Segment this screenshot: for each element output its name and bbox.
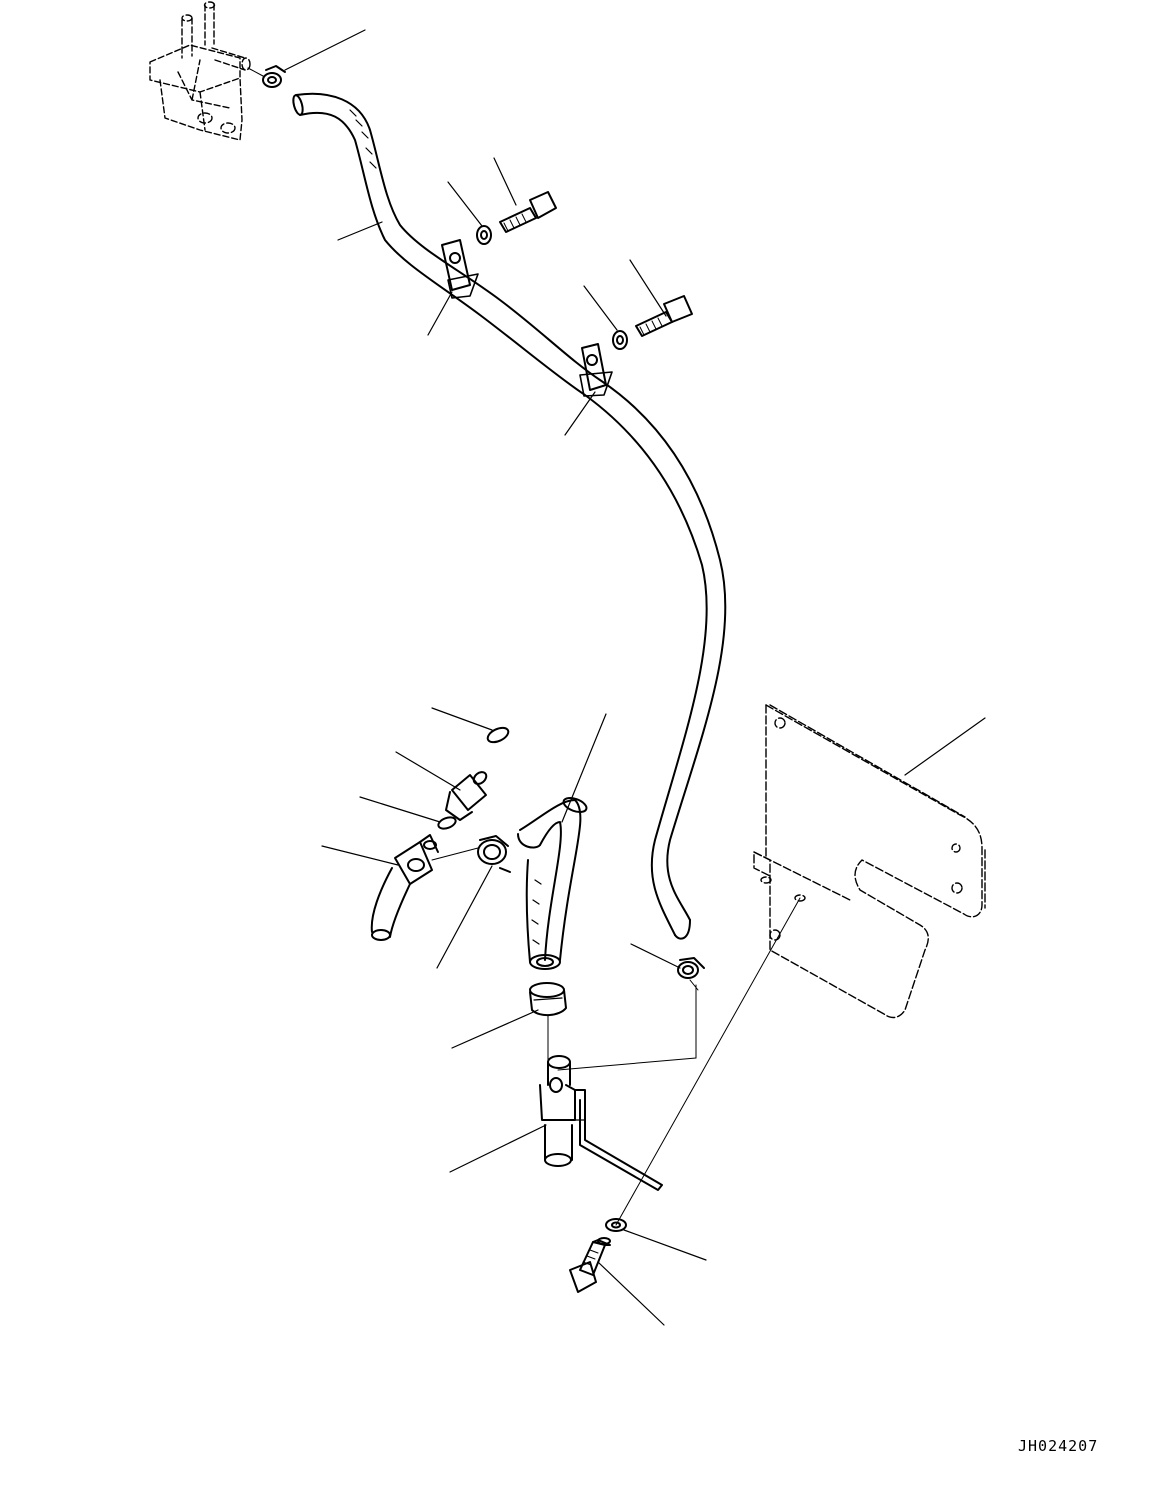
o-ring bbox=[437, 816, 457, 830]
bolt-middle bbox=[635, 295, 693, 337]
hose-clamp-lower bbox=[677, 957, 705, 991]
bracket bbox=[753, 704, 986, 1019]
manifold-block bbox=[149, 1, 251, 141]
drawing-code-label: JH024207 bbox=[1018, 1437, 1099, 1455]
leader-lines bbox=[284, 29, 986, 1326]
hose-clamp-top bbox=[247, 65, 286, 88]
bent-hose bbox=[517, 797, 588, 970]
washer-upper bbox=[476, 225, 492, 245]
hose-clamp-cylinder bbox=[529, 982, 567, 1016]
assembly-lines bbox=[547, 897, 801, 1226]
bolt-upper bbox=[499, 191, 557, 233]
lock-washer bbox=[605, 1218, 627, 1232]
hose-clamp-left bbox=[431, 835, 511, 873]
bolt-lower bbox=[569, 1237, 611, 1293]
p-clip-middle bbox=[579, 343, 613, 397]
washer-middle bbox=[612, 330, 628, 350]
p-clip-upper bbox=[441, 239, 479, 299]
cap bbox=[486, 726, 510, 744]
adapter bbox=[445, 771, 488, 821]
main-hose bbox=[292, 92, 727, 940]
elbow-valve bbox=[370, 834, 439, 941]
cock-valve bbox=[539, 1055, 663, 1191]
